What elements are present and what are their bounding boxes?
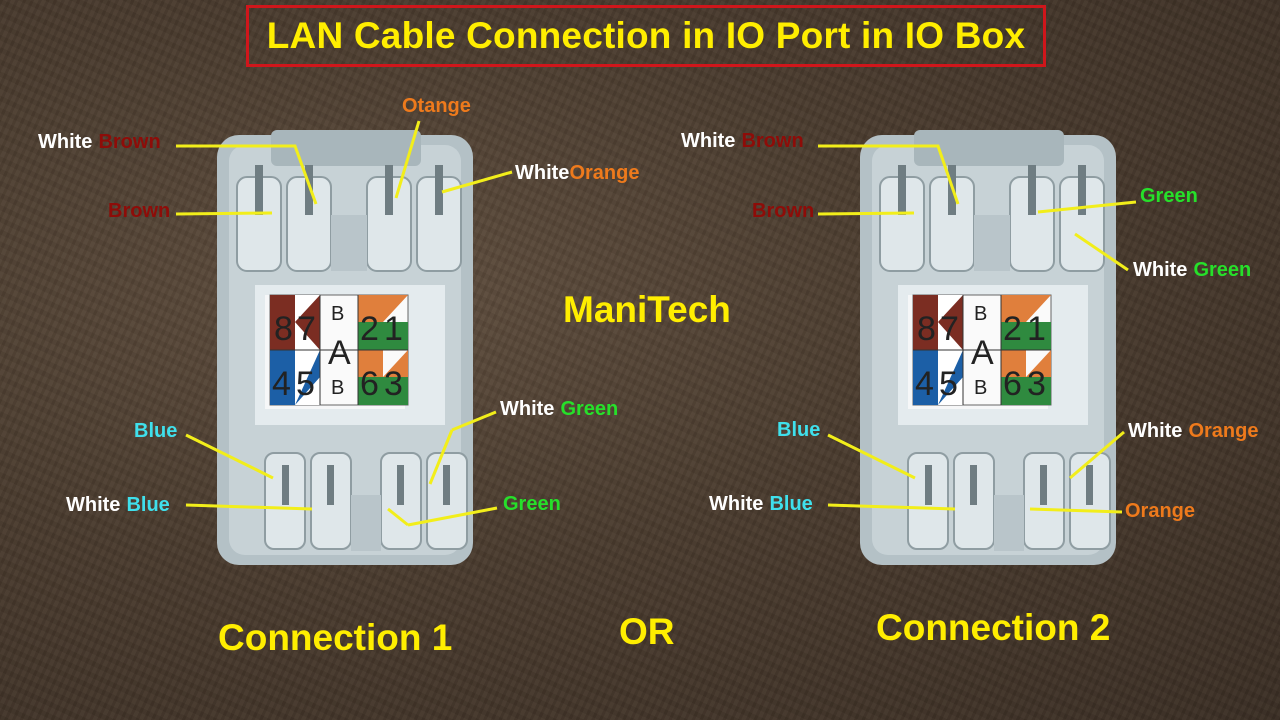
c2-white-blue-blue: Blue bbox=[769, 493, 813, 515]
c1-label-green: Green bbox=[503, 493, 561, 515]
pin-5-2: 5 bbox=[939, 365, 958, 403]
pin-5-1: 5 bbox=[296, 365, 315, 403]
c1-white-green-white: White bbox=[500, 398, 555, 420]
c2-white-blue-white: White bbox=[709, 493, 764, 515]
pin-8-2: 8 bbox=[917, 310, 936, 348]
pin-4-2: 4 bbox=[915, 365, 934, 403]
pin-2-1: 2 bbox=[360, 310, 379, 348]
label-a-2: A bbox=[971, 334, 994, 372]
label-a-1: A bbox=[328, 334, 351, 372]
label-b-bottom-1: B bbox=[331, 377, 344, 399]
pin-4-1: 4 bbox=[272, 365, 291, 403]
title-banner: LAN Cable Connection in IO Port in IO Bo… bbox=[246, 5, 1046, 67]
pin-6-2: 6 bbox=[1003, 365, 1022, 403]
c1-label-white-orange: WhiteOrange bbox=[515, 163, 639, 183]
pin-8-1: 8 bbox=[274, 310, 293, 348]
c1-white-blue-white: White bbox=[66, 494, 121, 516]
c2-white-brown-brown: Brown bbox=[741, 130, 804, 152]
page-title: LAN Cable Connection in IO Port in IO Bo… bbox=[266, 15, 1026, 56]
pin-1-2: 1 bbox=[1027, 310, 1046, 348]
c1-label-brown: Brown bbox=[108, 200, 171, 222]
pin-2-2: 2 bbox=[1003, 310, 1022, 348]
c1-white-orange-orange: Orange bbox=[569, 162, 640, 184]
c2-label-green: Green bbox=[1140, 185, 1198, 207]
c2-label-orange: Orange bbox=[1125, 500, 1196, 522]
color-code-label-2 bbox=[912, 294, 1052, 406]
c1-white-brown-brown: Brown bbox=[98, 131, 161, 153]
label-b-bottom-2: B bbox=[974, 377, 987, 399]
color-code-label-1 bbox=[269, 294, 409, 406]
leader-lines bbox=[175, 120, 1137, 527]
c2-white-brown-white: White bbox=[681, 130, 736, 152]
c2-white-green-green: Green bbox=[1193, 259, 1252, 281]
c1-white-brown-white: White bbox=[38, 131, 93, 153]
c2-label-blue: Blue bbox=[777, 419, 821, 441]
c1-white-orange-white: White bbox=[515, 162, 570, 184]
c2-white-orange-orange: Orange bbox=[1188, 420, 1259, 442]
label-b-top-2: B bbox=[974, 303, 987, 325]
pin-6-1: 6 bbox=[360, 365, 379, 403]
c2-white-green-white: White bbox=[1133, 259, 1188, 281]
c2-white-orange-white: White bbox=[1128, 420, 1183, 442]
label-b-top-1: B bbox=[331, 303, 344, 325]
c1-white-green-green: Green bbox=[560, 398, 619, 420]
connection-2-caption: Connection 2 bbox=[876, 607, 1111, 648]
c1-white-blue-blue: Blue bbox=[126, 494, 170, 516]
brand-text: ManiTech bbox=[563, 289, 731, 330]
pin-7-2: 7 bbox=[940, 310, 959, 348]
or-separator: OR bbox=[619, 611, 675, 652]
pin-3-1: 3 bbox=[384, 365, 403, 403]
c1-label-otange: Otange bbox=[402, 95, 471, 117]
c2-label-brown: Brown bbox=[752, 200, 815, 222]
pin-1-1: 1 bbox=[384, 310, 403, 348]
pin-3-2: 3 bbox=[1027, 365, 1046, 403]
c1-label-blue: Blue bbox=[134, 420, 178, 442]
pin-7-1: 7 bbox=[297, 310, 316, 348]
connection-1-caption: Connection 1 bbox=[218, 617, 453, 658]
